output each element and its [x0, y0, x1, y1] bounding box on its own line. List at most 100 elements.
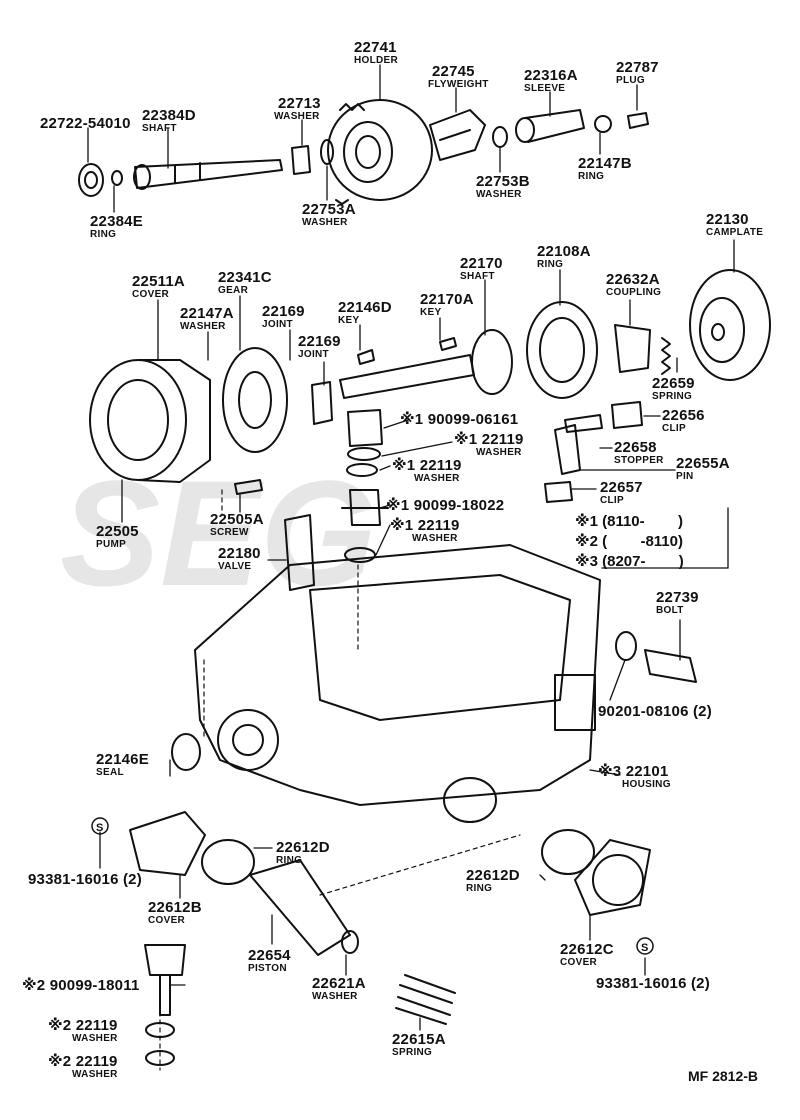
- part-name-22632a: COUPLING: [606, 287, 662, 298]
- part-name-22745: FLYWEIGHT: [428, 79, 489, 90]
- production-date-legend: ※1 (8110- ) ※2 ( -8110) ※3 (8207- ): [575, 512, 735, 572]
- washer-a-part: [347, 447, 381, 461]
- part-number-22147a: 22147A: [180, 305, 234, 322]
- housing-part: [194, 544, 601, 823]
- standard-part-letter-right: S: [641, 942, 648, 954]
- part-number-90099-18011: ※2 90099-18011: [22, 977, 140, 994]
- part-number-22384e: 22384E: [90, 213, 143, 230]
- drive-shaft-part: [78, 159, 283, 197]
- bolt-90099-06161-part: [347, 409, 383, 447]
- part-number-22101: ※3 22101: [598, 763, 669, 780]
- part-number-93381-16016-right: 93381-16016 (2): [596, 975, 710, 992]
- part-number-22657: 22657: [600, 479, 643, 496]
- part-name-22108a: RING: [537, 259, 564, 270]
- part-name-22659: SPRING: [652, 391, 693, 402]
- piston-part: [249, 859, 351, 956]
- part-number-22108a: 22108A: [537, 243, 591, 260]
- washer-22753b-part: [492, 126, 508, 148]
- coupling-part: [614, 324, 651, 373]
- joint-part: [311, 381, 333, 425]
- part-number-22632a: 22632A: [606, 271, 660, 288]
- part-number-22713: 22713: [278, 95, 321, 112]
- part-name-22180: VALVE: [218, 561, 252, 572]
- part-number-22130: 22130: [706, 211, 749, 228]
- standard-part-letter-left: S: [96, 822, 103, 834]
- standard-part-mark-right: [636, 937, 654, 955]
- part-name-22655a: PIN: [676, 471, 694, 482]
- part-number-22119-c: ※1 22119: [390, 517, 460, 534]
- part-name-22384d: SHAFT: [142, 123, 177, 134]
- part-name-22341c: GEAR: [218, 285, 249, 296]
- part-number-22612c: 22612C: [560, 941, 614, 958]
- ring-22612d-right-part: [541, 829, 595, 875]
- part-name-22119-a: WASHER: [476, 447, 522, 458]
- part-number-22741: 22741: [354, 39, 397, 56]
- part-number-22739: 22739: [656, 589, 699, 606]
- plug-part: [627, 112, 649, 129]
- part-number-22384d: 22384D: [142, 107, 196, 124]
- shaft-22170-part: [339, 329, 513, 399]
- part-number-22341c: 22341C: [218, 269, 272, 286]
- legend-row-2: ※2 ( -8110): [575, 532, 683, 550]
- flyweight-part: [429, 109, 486, 161]
- part-number-22511a: 22511A: [132, 273, 185, 290]
- legend-range-1: (8110- ): [602, 513, 683, 530]
- part-name-22130: CAMPLATE: [706, 227, 764, 238]
- part-name-22787: PLUG: [616, 75, 645, 86]
- camplate-part: [689, 269, 771, 381]
- part-name-22612d-right: RING: [466, 883, 493, 894]
- part-name-22170a: KEY: [420, 307, 442, 318]
- part-number-22659: 22659: [652, 375, 695, 392]
- part-number-22656: 22656: [662, 407, 705, 424]
- part-number-22621a: 22621A: [312, 975, 366, 992]
- part-number-22169-lower: 22169: [298, 333, 341, 350]
- legend-row-3: ※3 (8207- ): [575, 552, 684, 570]
- part-name-22658: STOPPER: [614, 455, 664, 466]
- key-22146d-part: [357, 349, 375, 365]
- part-name-22119-c: WASHER: [412, 533, 458, 544]
- part-name-22384e: RING: [90, 229, 117, 240]
- standard-part-mark-left: [91, 817, 109, 835]
- cover-22612c-part: [574, 839, 651, 916]
- part-number-22146d: 22146D: [338, 299, 392, 316]
- part-number-22612d-left: 22612D: [276, 839, 330, 856]
- part-number-22170a: 22170A: [420, 291, 474, 308]
- part-name-22612d-left: RING: [276, 855, 303, 866]
- clip-22656-part: [611, 401, 643, 429]
- part-name-22119-b: WASHER: [414, 473, 460, 484]
- part-name-22741: HOLDER: [354, 55, 399, 66]
- part-number-22147b: 22147B: [578, 155, 632, 172]
- part-name-22146d: KEY: [338, 315, 360, 326]
- part-number-22615a: 22615A: [392, 1031, 446, 1048]
- part-name-22146e: SEAL: [96, 767, 124, 778]
- part-number-22655a: 22655A: [676, 455, 730, 472]
- ring-22147b-part: [594, 115, 612, 133]
- cover-22612b-part: [129, 811, 206, 876]
- part-name-22739: BOLT: [656, 605, 684, 616]
- part-number-22753a: 22753A: [302, 201, 356, 218]
- washer-90201-part: [615, 631, 637, 661]
- bolt-90099-18011-part: [144, 944, 186, 1016]
- part-name-22119-d: WASHER: [72, 1033, 118, 1044]
- part-number-22654: 22654: [248, 947, 291, 964]
- spring-22659-part: [661, 337, 671, 375]
- part-name-22119-e: WASHER: [72, 1069, 118, 1080]
- spring-22615a-part: [395, 974, 456, 1025]
- part-name-22147b: RING: [578, 171, 605, 182]
- part-name-22511a: COVER: [132, 289, 170, 300]
- washer-22753a-part: [320, 139, 334, 165]
- diagram-id: MF 2812-B: [688, 1068, 759, 1084]
- sleeve-part: [515, 109, 585, 143]
- part-number-90099-06161: ※1 90099-06161: [400, 411, 519, 428]
- ring-22612d-left-part: [201, 839, 255, 885]
- bolt-22739-part: [644, 649, 697, 683]
- legend-mark-2: ※2: [575, 533, 598, 550]
- screw-22505a-part: [234, 479, 263, 495]
- part-number-22169-upper: 22169: [262, 303, 305, 320]
- part-name-22615a: SPRING: [392, 1047, 433, 1058]
- part-number-22316a: 22316A: [524, 67, 578, 84]
- holder-gear-part: [327, 99, 433, 205]
- seal-part: [171, 733, 201, 771]
- part-name-22170: SHAFT: [460, 271, 495, 282]
